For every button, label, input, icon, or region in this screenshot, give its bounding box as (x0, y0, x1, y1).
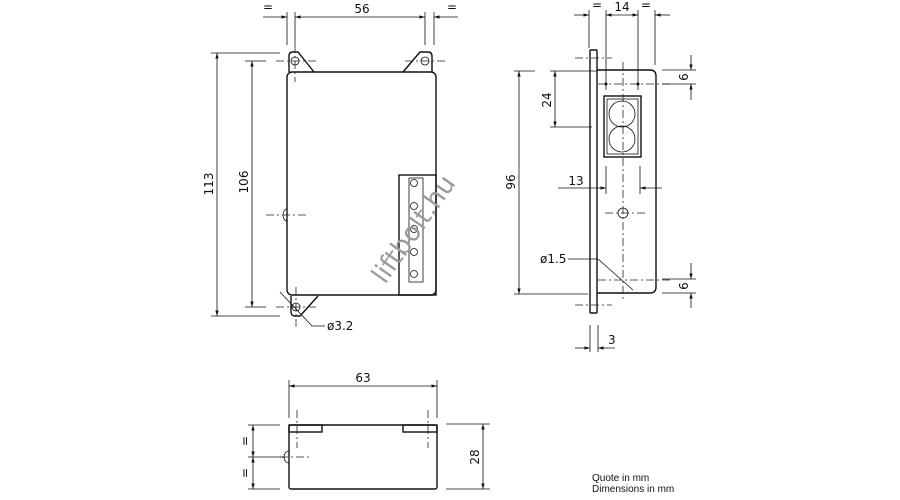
dim-14: 14 (614, 0, 629, 14)
dim-56: 56 (354, 2, 369, 16)
dim-6-top: 6 (677, 73, 691, 81)
mount-tab-top-left (288, 51, 315, 73)
dim-28: 28 (468, 449, 482, 464)
equal-left: = (263, 0, 273, 14)
terminal-screws (410, 179, 418, 278)
dim-113: 113 (202, 173, 216, 196)
note-dimensions: Dimensions in mm (592, 484, 674, 495)
watermark: liftbolt.hu (366, 170, 462, 289)
tab-right (402, 424, 438, 433)
side-body (597, 69, 657, 294)
bottom-view: 63 28 = = (238, 371, 490, 490)
mount-plate (589, 49, 598, 314)
dim-24: 24 (540, 92, 554, 107)
window (603, 95, 642, 158)
hole-dia-1-5: ø1.5 (540, 252, 566, 266)
equal-right: = (641, 0, 651, 12)
dim-3: 3 (608, 333, 616, 347)
tab-left (288, 424, 323, 433)
side-view: 14 = = 96 24 13 6 6 ø1.5 3 (504, 0, 696, 352)
mount-tab-bottom-left (290, 295, 319, 317)
front-view: 56 = = 113 106 ø3.2 (202, 0, 458, 333)
note-quote: Quote in mm (592, 473, 649, 484)
front-body (286, 71, 437, 296)
dim-13: 13 (568, 174, 583, 188)
hole-dia-3-2: ø3.2 (327, 319, 353, 333)
dim-106: 106 (237, 171, 251, 194)
equal-bottom: = (238, 468, 252, 478)
dim-96: 96 (504, 174, 518, 189)
equal-right: = (447, 0, 457, 14)
bottom-body (288, 424, 438, 490)
mount-tab-top-right (402, 51, 433, 73)
equal-top: = (238, 436, 252, 446)
terminal-strip (408, 177, 424, 283)
dim-63: 63 (355, 371, 370, 385)
terminal-block (398, 174, 437, 296)
equal-left: = (592, 0, 602, 12)
dim-6-bottom: 6 (677, 282, 691, 290)
